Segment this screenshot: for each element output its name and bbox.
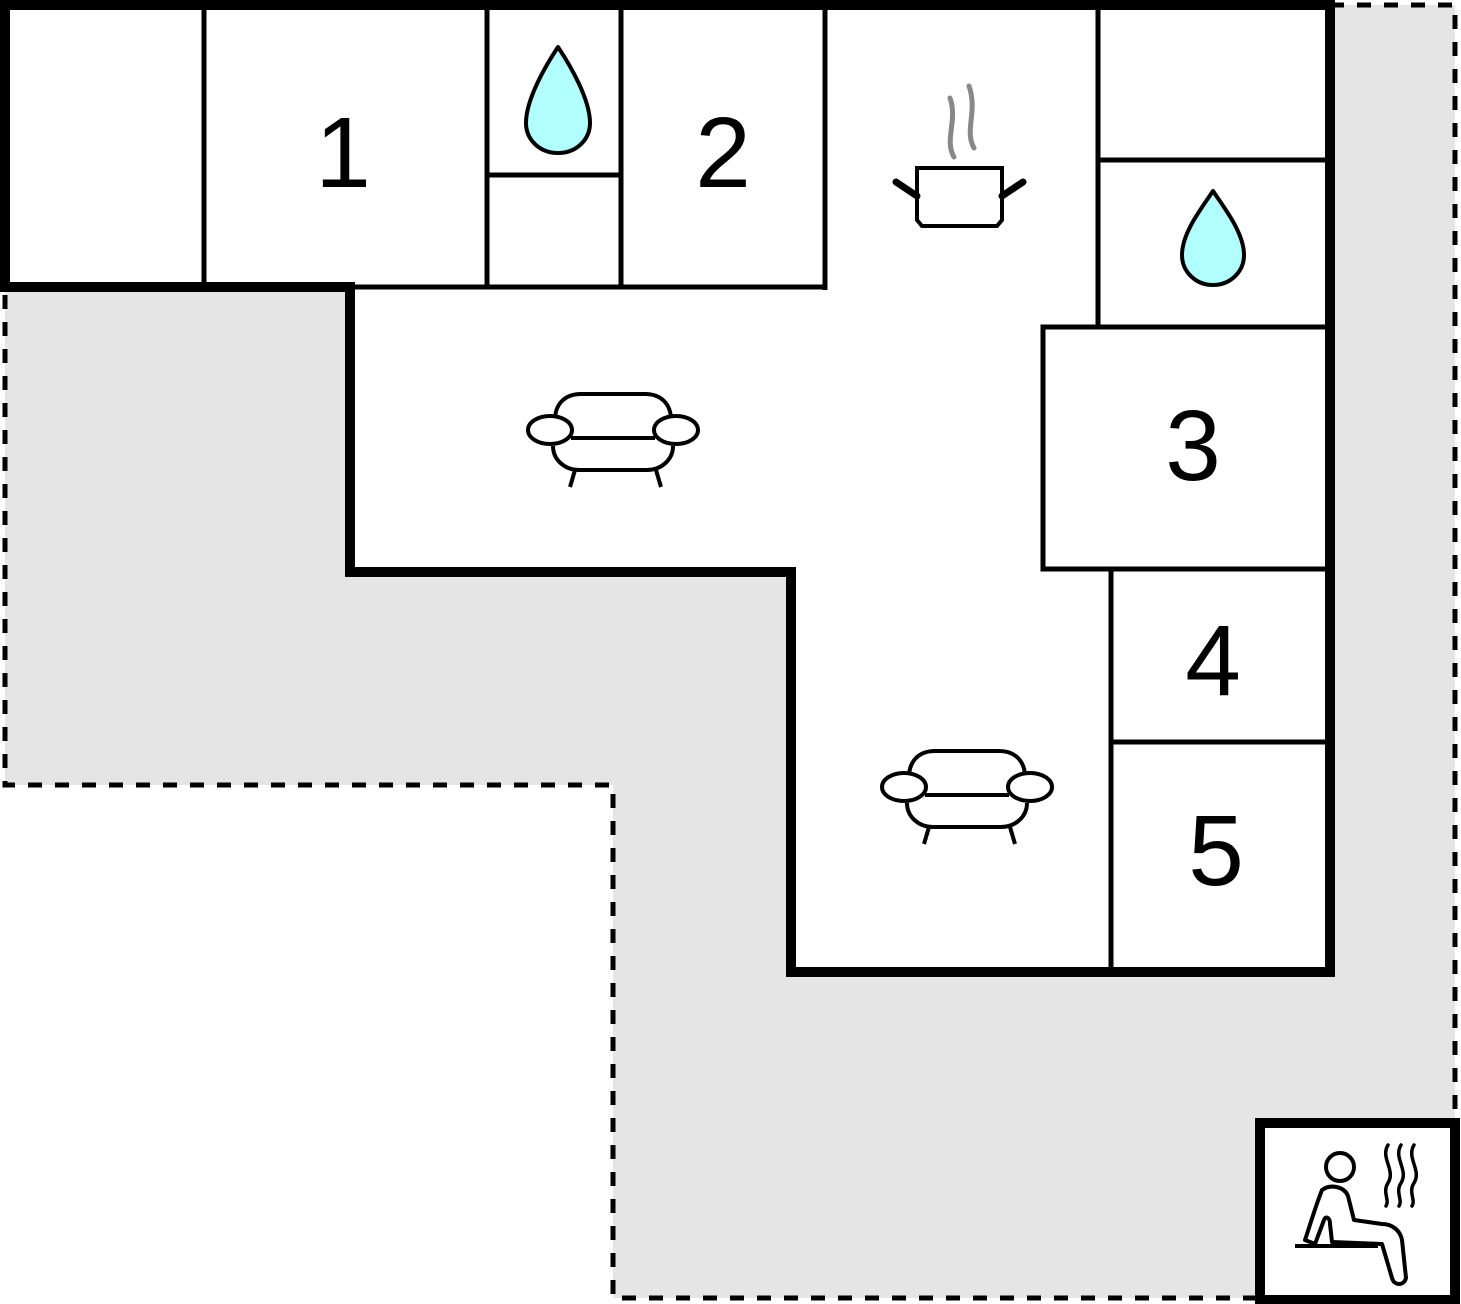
cooking-pot-icon bbox=[892, 83, 1027, 228]
exterior-walls bbox=[0, 0, 1335, 977]
sauna-room bbox=[1255, 1118, 1460, 1304]
room-4-label: 4 bbox=[1185, 605, 1241, 717]
room-5-label: 5 bbox=[1188, 795, 1244, 907]
room-1-label: 1 bbox=[315, 97, 371, 209]
sofa-icon bbox=[880, 749, 1054, 845]
room-3-label: 3 bbox=[1165, 390, 1221, 502]
water-drop-icon bbox=[524, 45, 592, 155]
water-drop-icon bbox=[1180, 189, 1246, 287]
sofa-icon bbox=[526, 392, 700, 488]
room-2-label: 2 bbox=[695, 97, 751, 209]
sauna-icon bbox=[1295, 1143, 1418, 1286]
house-floor bbox=[5, 5, 1330, 972]
